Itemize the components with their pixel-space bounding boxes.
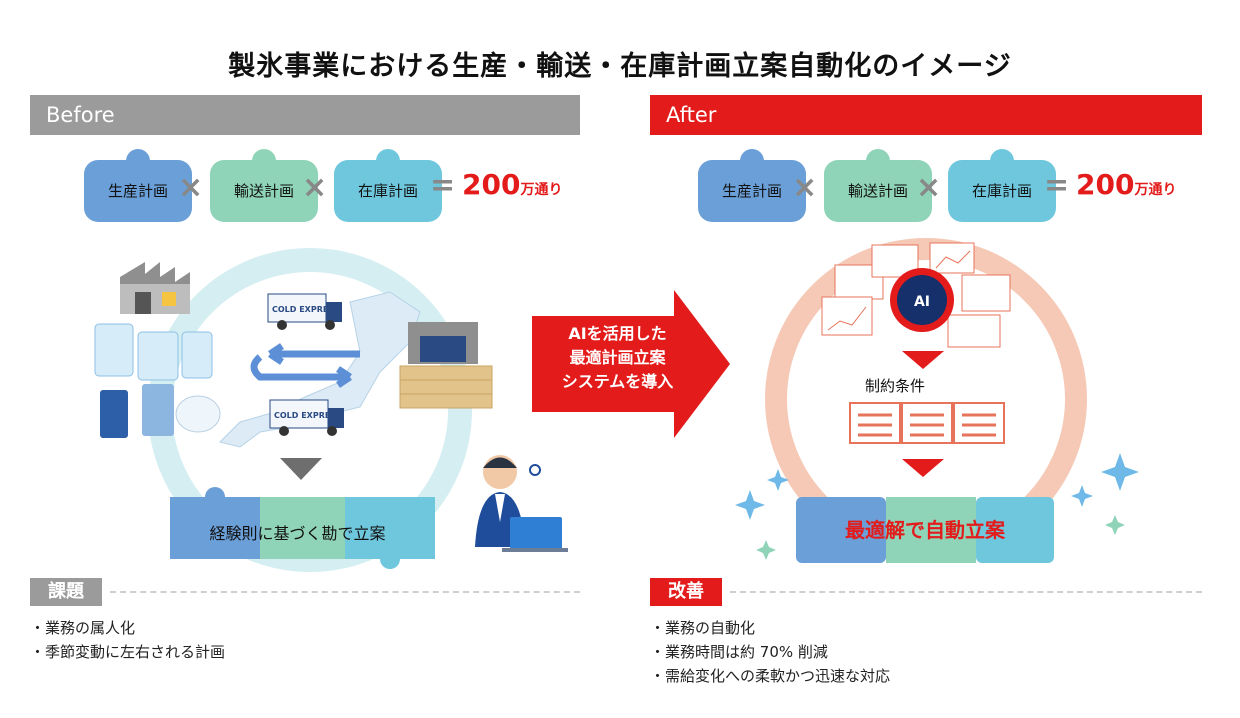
transition-text: AIを活用した 最適計画立案 システムを導入 xyxy=(540,322,695,394)
divider xyxy=(730,591,1202,593)
exchange-arrows-icon xyxy=(250,343,360,388)
documents-icon xyxy=(849,402,1005,444)
page-title: 製氷事業における生産・輸送・在庫計画立案自動化のイメージ xyxy=(228,51,1012,82)
improvements-label: 改善 xyxy=(650,578,722,606)
worried-businessman-icon xyxy=(475,455,568,552)
issues-list: 業務の属人化 季節変動に左右される計画 xyxy=(30,616,225,664)
transition-arrow xyxy=(532,290,730,438)
constraint-label: 制約条件 xyxy=(864,377,925,395)
issues-label: 課題 xyxy=(30,578,102,606)
inventory-plan-label: 在庫計画 xyxy=(971,182,1032,200)
after-illustration: AI xyxy=(735,238,1139,563)
before-header: Before xyxy=(30,95,580,135)
production-plan-label: 生産計画 xyxy=(721,182,782,200)
inventory-puzzle-piece: 在庫計画 xyxy=(334,149,442,222)
before-illustration: COLD EXPRESS COLD EXPRESS xyxy=(94,248,568,572)
optimal-solution-label: 最適解で自動立案 xyxy=(845,518,1005,542)
after-header: After xyxy=(650,95,1202,135)
truck-label: COLD EXPRESS xyxy=(274,411,342,420)
optimal-puzzle-bar xyxy=(796,497,1054,563)
down-triangle-icon xyxy=(902,351,944,369)
transport-puzzle-piece: 輸送計画 xyxy=(824,149,932,222)
before-equation: 生産計画 × 輸送計画 × 在庫計画 = 200万通り xyxy=(84,149,584,222)
experience-planning-label: 経験則に基づく勘で立案 xyxy=(209,524,386,543)
combination-count: 200万通り xyxy=(462,168,563,201)
down-triangle-icon xyxy=(280,458,322,480)
inventory-plan-label: 在庫計画 xyxy=(357,182,418,200)
times-sign: × xyxy=(302,170,328,205)
truck-label: COLD EXPRESS xyxy=(272,305,340,314)
warehouse-icon xyxy=(399,322,493,409)
after-equation: 生産計画 × 輸送計画 × 在庫計画 = 200万通り xyxy=(698,149,1198,222)
production-puzzle-piece: 生産計画 xyxy=(698,149,806,222)
list-item: 業務時間は約 70% 削減 xyxy=(650,640,890,664)
list-item: 業務の属人化 xyxy=(30,616,225,640)
combination-count: 200万通り xyxy=(1076,168,1177,201)
transition-line: システムを導入 xyxy=(561,372,674,391)
times-sign: × xyxy=(792,170,818,205)
list-item: 需給変化への柔軟かつ迅速な対応 xyxy=(650,664,890,688)
equals-sign: = xyxy=(1044,168,1070,203)
transport-puzzle-piece: 輸送計画 xyxy=(210,149,318,222)
transport-plan-label: 輸送計画 xyxy=(847,182,908,200)
production-puzzle-piece: 生産計画 xyxy=(84,149,192,222)
truck-bottom-icon xyxy=(269,399,344,436)
factory-icon xyxy=(120,262,190,314)
improvements-list: 業務の自動化 業務時間は約 70% 削減 需給変化への柔軟かつ迅速な対応 xyxy=(650,616,890,688)
ai-badge-label: AI xyxy=(914,294,930,310)
list-item: 業務の自動化 xyxy=(650,616,890,640)
transport-plan-label: 輸送計画 xyxy=(233,182,294,200)
sparkle-icon xyxy=(735,453,1139,560)
down-triangle-icon xyxy=(902,459,944,477)
analytics-charts-icon xyxy=(821,242,1011,348)
experience-puzzle-bar xyxy=(170,487,435,569)
transition-line: AIを活用した xyxy=(568,324,667,343)
equals-sign: = xyxy=(430,168,456,203)
list-item: 季節変動に左右される計画 xyxy=(30,640,225,664)
ai-badge-icon xyxy=(897,275,947,325)
truck-top-icon xyxy=(267,293,342,330)
transition-line: 最適計画立案 xyxy=(569,348,666,367)
production-plan-label: 生産計画 xyxy=(107,182,168,200)
divider xyxy=(110,591,580,593)
times-sign: × xyxy=(178,170,204,205)
times-sign: × xyxy=(916,170,942,205)
ice-products-icon xyxy=(94,323,221,438)
inventory-puzzle-piece: 在庫計画 xyxy=(948,149,1056,222)
